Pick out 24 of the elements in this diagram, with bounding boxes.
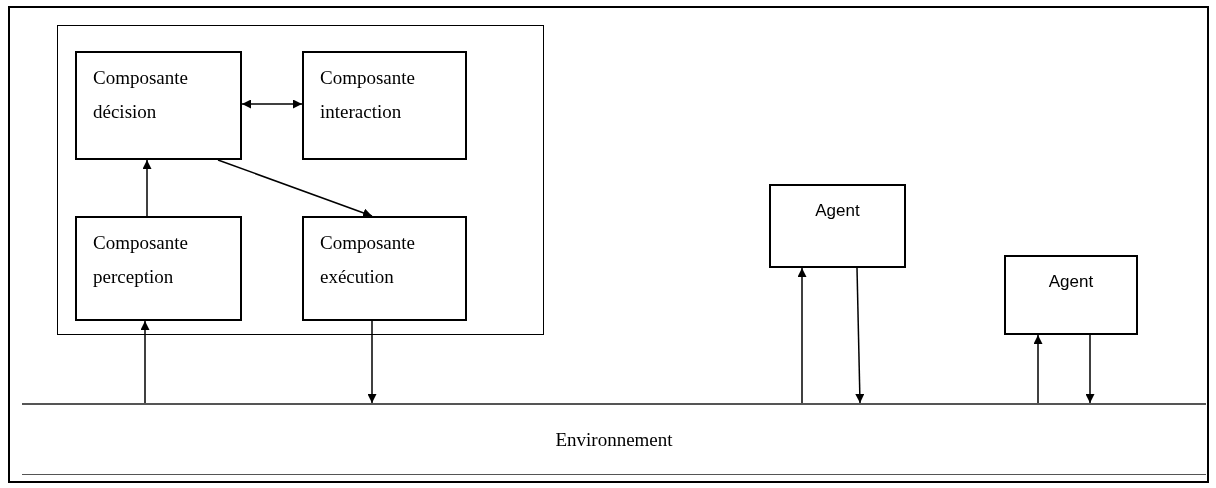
node-label: Composante exécution: [320, 231, 416, 289]
environment-band: [22, 403, 1206, 475]
node-label: Agent: [815, 200, 860, 222]
node-label: Composante interaction: [320, 66, 416, 124]
arrow: [142, 159, 152, 217]
process-box: [75, 216, 242, 321]
process-box: [1004, 255, 1138, 335]
node-label: Composante décision: [93, 66, 189, 124]
arrow: [367, 320, 377, 404]
process-box: [75, 51, 242, 160]
process-box: [302, 51, 467, 160]
arrow: [241, 99, 303, 109]
process-box: [302, 216, 467, 321]
agent-container-box: [57, 25, 544, 335]
node-label: Environnement: [555, 427, 673, 452]
arrow: [140, 320, 150, 404]
arrow: [855, 267, 865, 404]
arrow: [1033, 334, 1043, 404]
arrow: [797, 267, 807, 404]
node-label: Agent: [1048, 271, 1094, 293]
arrow: [217, 159, 373, 218]
arrow: [1085, 334, 1095, 404]
process-box: [769, 184, 906, 268]
node-label: Composante perception: [93, 231, 189, 289]
